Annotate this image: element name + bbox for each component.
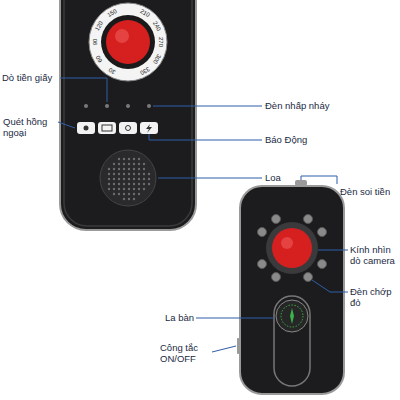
speaker-holes (108, 158, 150, 200)
buttons (77, 122, 158, 134)
device-body (60, 0, 196, 230)
part-label: Kính nhìn dò camera (350, 244, 398, 266)
leader-lines (58, 78, 348, 352)
lens-glint (115, 29, 129, 43)
device-back (240, 186, 344, 394)
dial-number: 270 (158, 37, 164, 47)
part-label: Quét hồng ngoại (3, 116, 57, 138)
flash-leds (258, 215, 327, 282)
camera-lens (272, 228, 312, 268)
led-dots (84, 104, 151, 108)
torch-button (295, 180, 307, 186)
part-label: Dò tiền giấy (2, 72, 60, 83)
lens-glint (281, 237, 293, 249)
dial-ring (89, 3, 167, 81)
power-switch (237, 338, 241, 354)
red-lens (106, 20, 150, 64)
dial-number: 90 (92, 39, 98, 46)
part-label: Báo Động (265, 134, 365, 145)
speaker (100, 150, 156, 206)
part-label: La bàn (160, 312, 194, 323)
part-label: Đèn soi tiền (340, 186, 398, 197)
compass-scale (281, 305, 303, 327)
compass-needle (290, 308, 294, 324)
part-label: Công tắc ON/OFF (160, 342, 212, 364)
device-bezel (64, 0, 192, 226)
compass (276, 300, 308, 332)
part-label: Đèn chớp đỏ (350, 286, 398, 308)
lens-ring (266, 222, 318, 274)
lens-ring (101, 15, 155, 69)
part-label: Loa (265, 172, 325, 183)
slot (274, 296, 310, 386)
part-label: Đèn nhấp nháy (265, 100, 365, 111)
